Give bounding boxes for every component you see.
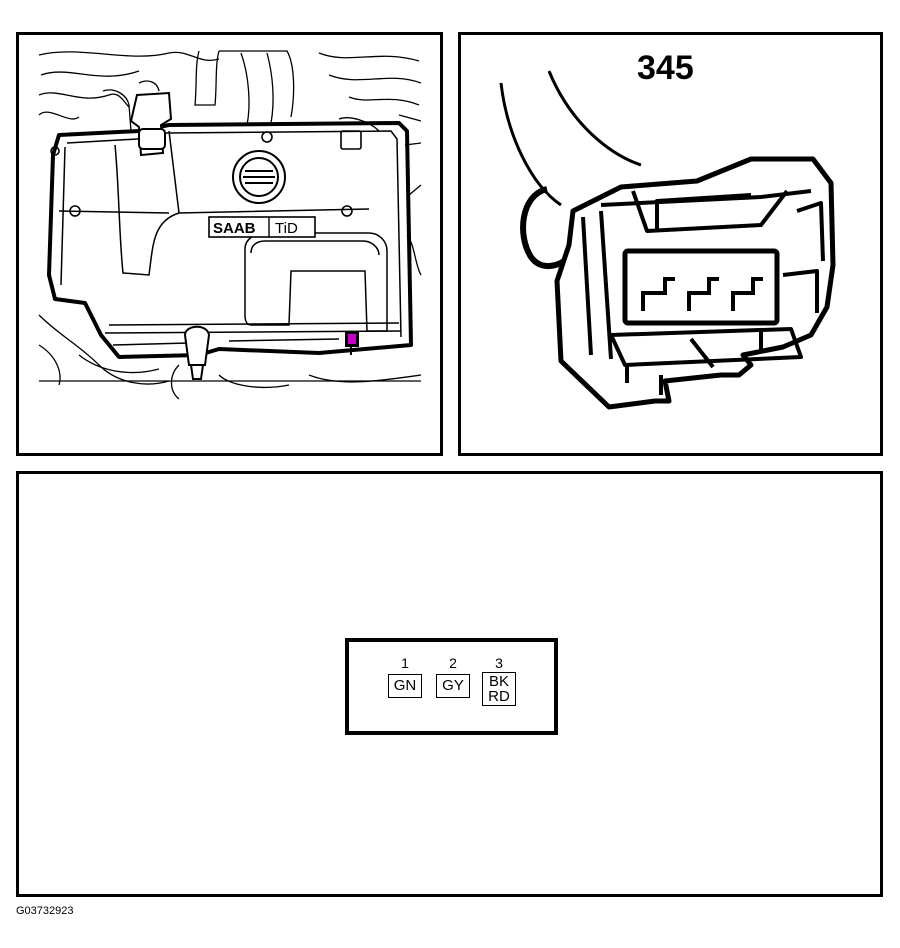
pinout-panel: 1 GN 2 GY 3 BK RD bbox=[16, 471, 883, 897]
wire-color-badge: BK RD bbox=[482, 672, 516, 706]
pin-number: 3 bbox=[495, 655, 503, 671]
connector-illustration bbox=[499, 70, 836, 410]
wire-color: GY bbox=[442, 677, 464, 694]
model-badge: TiD bbox=[275, 220, 298, 237]
wire-color: GN bbox=[393, 677, 417, 694]
pin-number: 2 bbox=[449, 655, 457, 671]
connector-panel: 345 bbox=[458, 32, 883, 456]
pin-number: 1 bbox=[401, 655, 409, 671]
wire-color: RD bbox=[488, 688, 510, 705]
locator-marker-icon bbox=[345, 331, 359, 355]
connector-number: 345 bbox=[637, 49, 694, 87]
engine-cover-illustration: SAAB TiD bbox=[38, 50, 422, 400]
connector-pinout-face: 1 GN 2 GY 3 BK RD bbox=[345, 638, 558, 735]
wire-color-badge: GN bbox=[388, 674, 422, 698]
figure-id: G03732923 bbox=[16, 905, 74, 917]
pin-3: 3 BK RD bbox=[481, 655, 517, 706]
wire-color: BK bbox=[488, 673, 509, 690]
pin-2: 2 GY bbox=[435, 655, 471, 698]
brand-badge: SAAB bbox=[213, 220, 256, 237]
engine-locator-panel: SAAB TiD bbox=[16, 32, 443, 456]
wire-color-badge: GY bbox=[436, 674, 470, 698]
pin-1: 1 GN bbox=[387, 655, 423, 698]
